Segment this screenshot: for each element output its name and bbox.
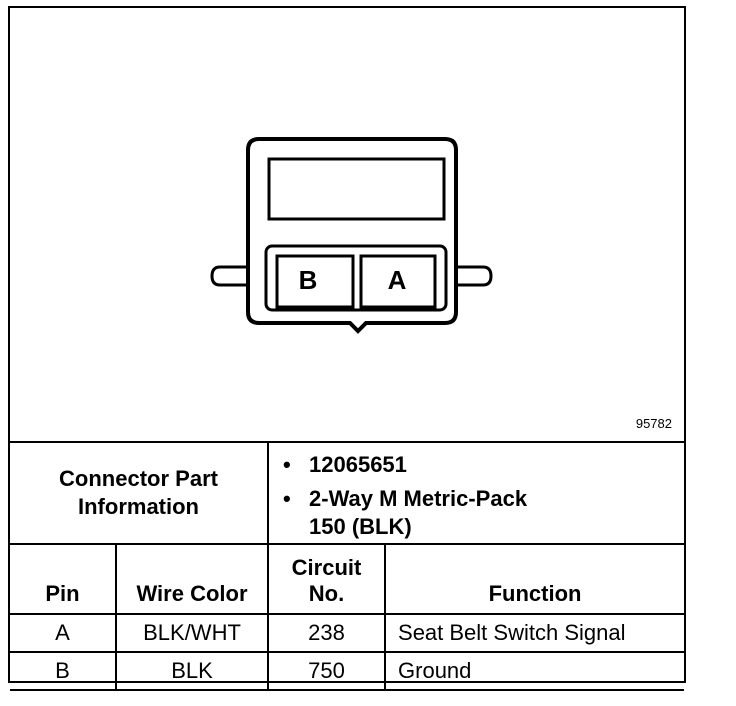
pin-label-b: B bbox=[299, 265, 318, 295]
function-cell: Seat Belt Switch Signal bbox=[384, 613, 685, 653]
left-latch bbox=[210, 265, 248, 287]
circuit-cell: 238 bbox=[267, 613, 387, 653]
pin-cell: B bbox=[10, 651, 117, 691]
pin-label-a: A bbox=[388, 265, 407, 295]
connector-window bbox=[267, 157, 446, 221]
table-row: B BLK 750 Ground bbox=[10, 651, 685, 691]
figure-number: 95782 bbox=[635, 416, 672, 431]
connector-info-label: Connector Part Information bbox=[10, 443, 270, 545]
connector-info-list: • 12065651 • 2-Way M Metric-Pack 150 (BL… bbox=[267, 443, 685, 545]
pin-cell: A bbox=[10, 613, 117, 653]
cavity-housing bbox=[264, 244, 448, 312]
cavity-b bbox=[275, 254, 355, 309]
wire-color-cell: BLK/WHT bbox=[114, 613, 270, 653]
connector-info-row: Connector Part Information • 12065651 • … bbox=[10, 443, 685, 545]
connector-frame: B A 95782 Connector Part Information • 1… bbox=[8, 6, 686, 691]
part-number: 12065651 bbox=[309, 452, 407, 477]
right-latch bbox=[456, 265, 493, 287]
function-cell: Ground bbox=[384, 651, 685, 691]
wire-color-cell: BLK bbox=[114, 651, 270, 691]
header-pin: Pin bbox=[10, 543, 117, 615]
header-circuit: Circuit No. bbox=[267, 543, 387, 615]
connector-drawing: B A bbox=[210, 137, 493, 334]
connector-table: Connector Part Information • 12065651 • … bbox=[10, 443, 685, 691]
cavity-a bbox=[359, 254, 437, 309]
description-line2: 150 (BLK) bbox=[309, 514, 412, 539]
header-function: Function bbox=[384, 543, 685, 615]
description-item: • 2-Way M Metric-Pack 150 (BLK) bbox=[283, 485, 684, 541]
table-header-row: Pin Wire Color Circuit No. Function bbox=[10, 543, 685, 615]
connector-diagram: B A 95782 bbox=[10, 8, 684, 443]
header-wire-color: Wire Color bbox=[114, 543, 270, 615]
table-row: A BLK/WHT 238 Seat Belt Switch Signal bbox=[10, 613, 685, 653]
description-line1: 2-Way M Metric-Pack bbox=[309, 486, 528, 511]
circuit-cell: 750 bbox=[267, 651, 387, 691]
connector-body bbox=[246, 137, 458, 334]
part-number-item: • 12065651 bbox=[283, 452, 407, 477]
